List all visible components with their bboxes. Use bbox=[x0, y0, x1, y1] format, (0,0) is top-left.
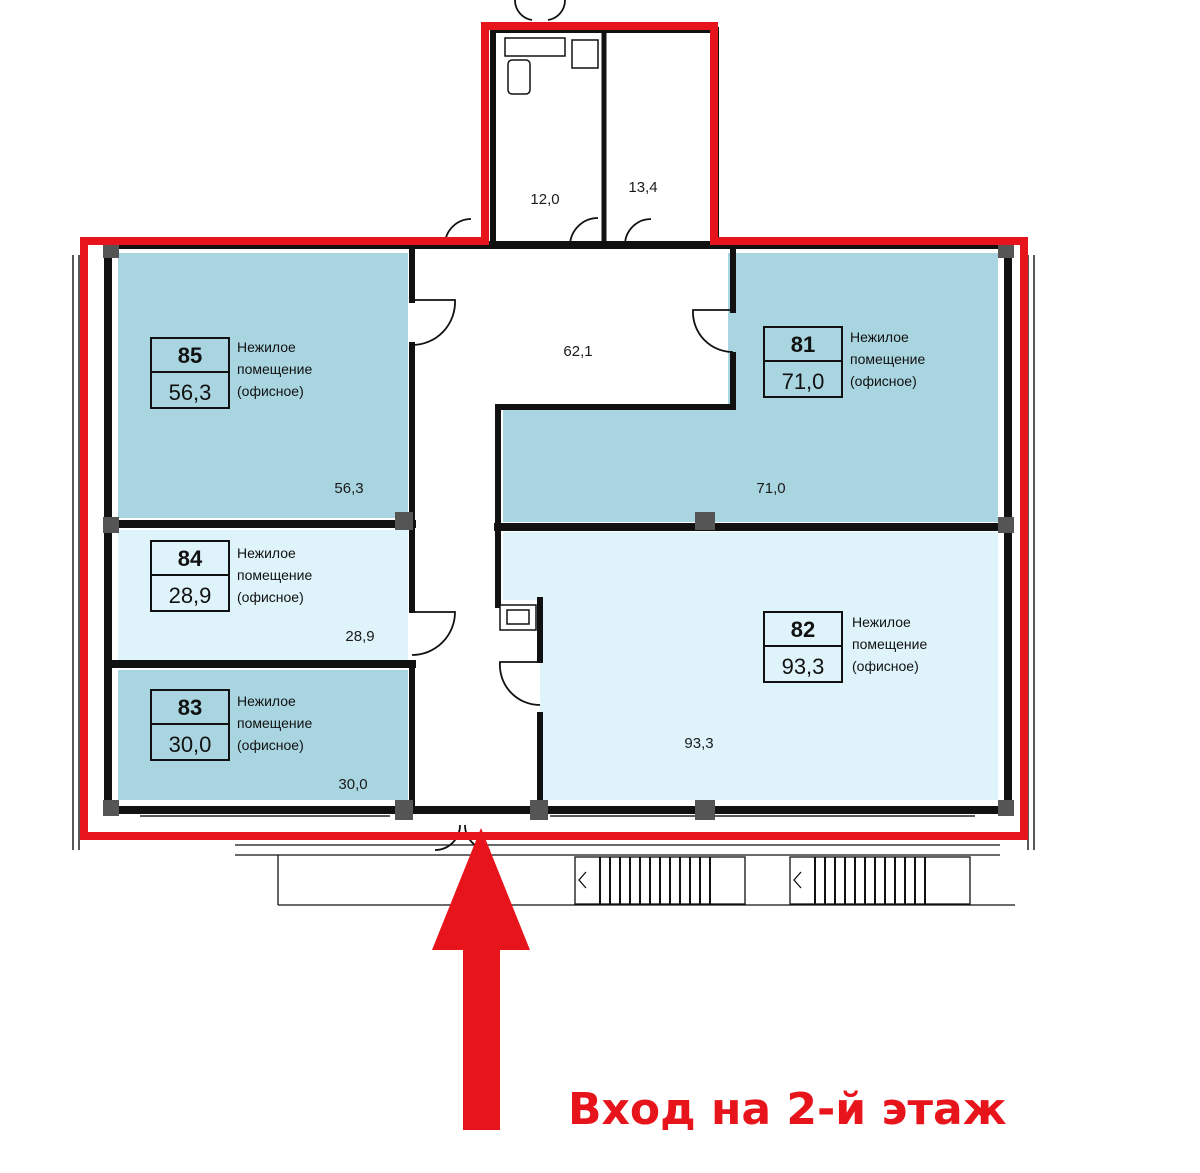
stair-treads bbox=[599, 857, 926, 904]
room-number: 84 bbox=[178, 546, 203, 571]
room-type-line2: помещение bbox=[237, 567, 312, 583]
entrance-label: Вход на 2-й этаж bbox=[568, 1084, 1007, 1135]
floor-area-82: 93,3 bbox=[684, 735, 713, 752]
doors bbox=[411, 0, 734, 851]
room-84-fill bbox=[118, 530, 408, 660]
room-81-fill bbox=[503, 253, 998, 522]
room-83-fill bbox=[118, 670, 408, 800]
utility-left-area: 12,0 bbox=[530, 191, 559, 208]
room-type-line3: (офисное) bbox=[850, 373, 917, 389]
highlight-outline bbox=[80, 22, 1028, 840]
room-82-fill bbox=[503, 532, 998, 800]
room-type-line3: (офисное) bbox=[237, 589, 304, 605]
room-type-line1: Нежилое bbox=[237, 339, 296, 355]
floor-area-83: 30,0 bbox=[338, 776, 367, 793]
room-card-area: 71,0 bbox=[782, 369, 825, 394]
room-card-84: 84 28,9 Нежилое помещение (офисное) bbox=[150, 540, 312, 612]
room-type-line2: помещение bbox=[237, 361, 312, 377]
room-card-83: 83 30,0 Нежилое помещение (офисное) bbox=[150, 689, 312, 761]
room-type-line1: Нежилое bbox=[237, 545, 296, 561]
room-card-82: 82 93,3 Нежилое помещение (офисное) bbox=[763, 611, 927, 683]
room-card-81: 81 71,0 Нежилое помещение (офисное) bbox=[763, 326, 925, 398]
room-type-line1: Нежилое bbox=[852, 614, 911, 630]
floor-area-84: 28,9 bbox=[345, 628, 374, 645]
room-card-85: 85 56,3 Нежилое помещение (офисное) bbox=[150, 337, 312, 409]
room-type-line2: помещение bbox=[852, 636, 927, 652]
room-type-line2: помещение bbox=[237, 715, 312, 731]
arrow-up-icon bbox=[432, 828, 530, 1130]
room-type-line1: Нежилое bbox=[850, 329, 909, 345]
room-85-fill bbox=[118, 253, 408, 518]
utility-right-area: 13,4 bbox=[628, 179, 657, 196]
room-card-area: 30,0 bbox=[169, 732, 212, 757]
floor-area-85: 56,3 bbox=[334, 480, 363, 497]
corridor-area: 62,1 bbox=[563, 343, 592, 360]
room-type-line3: (офисное) bbox=[852, 658, 919, 674]
room-card-area: 28,9 bbox=[169, 583, 212, 608]
sanitary-fixtures bbox=[499, 37, 599, 631]
room-type-line1: Нежилое bbox=[237, 693, 296, 709]
room-fills bbox=[118, 253, 998, 800]
exterior-stairs bbox=[235, 844, 1015, 906]
floor-area-81: 71,0 bbox=[756, 480, 785, 497]
room-type-line3: (офисное) bbox=[237, 737, 304, 753]
room-number: 81 bbox=[791, 332, 815, 357]
room-card-area: 56,3 bbox=[169, 380, 212, 405]
room-number: 83 bbox=[178, 695, 202, 720]
room-type-line2: помещение bbox=[850, 351, 925, 367]
room-type-line3: (офисное) bbox=[237, 383, 304, 399]
room-number: 85 bbox=[178, 343, 202, 368]
columns bbox=[103, 242, 1014, 820]
room-number: 82 bbox=[791, 617, 815, 642]
room-card-area: 93,3 bbox=[782, 654, 825, 679]
